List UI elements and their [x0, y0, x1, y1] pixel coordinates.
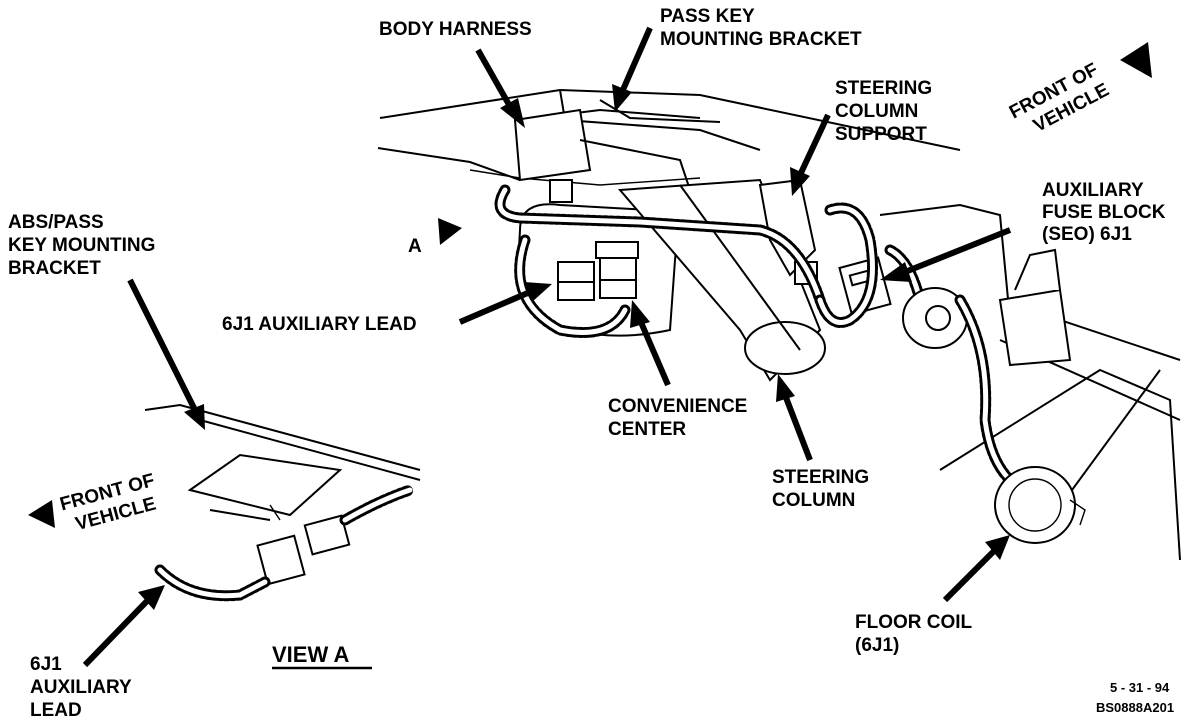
body-harness [494, 184, 926, 338]
label-abs-bracket-1: ABS/PASS [8, 212, 104, 233]
label-steering-support-1: STEERING [835, 78, 932, 99]
label-steering-column-2: COLUMN [772, 490, 855, 511]
label-view-a-marker: A [408, 236, 422, 257]
label-steering-column-1: STEERING [772, 467, 869, 488]
front-arrow-icon [28, 500, 55, 528]
label-aux-fuse-2: FUSE BLOCK [1042, 202, 1166, 223]
convenience-center [518, 203, 677, 337]
dash-structure [377, 88, 961, 203]
text-labels: BODY HARNESS PASS KEY MOUNTING BRACKET S… [8, 6, 1174, 721]
leader-arrows [28, 26, 1152, 668]
label-abs-bracket-3: BRACKET [8, 258, 101, 279]
label-abs-bracket-2: KEY MOUNTING [8, 235, 155, 256]
view-a-structure [144, 403, 421, 602]
label-pass-key-bracket-1: PASS KEY [660, 6, 755, 27]
label-steering-support-3: SUPPORT [835, 124, 927, 145]
label-date: 5 - 31 - 94 [1110, 680, 1170, 695]
label-convenience-1: CONVENIENCE [608, 396, 747, 417]
label-view-a-title: VIEW A [272, 642, 350, 667]
label-figure-id: BS0888A201 [1096, 700, 1174, 715]
view-a-arrow-icon [438, 218, 462, 245]
kick-panel [879, 203, 1181, 561]
label-aux-lead-view-a-1: 6J1 [30, 654, 62, 675]
label-pass-key-bracket-2: MOUNTING BRACKET [660, 29, 862, 50]
front-arrow-icon [1120, 42, 1152, 78]
label-floor-coil-1: FLOOR COIL [855, 612, 973, 633]
label-aux-fuse-3: (SEO) 6J1 [1042, 224, 1132, 245]
label-aux-lead-view-a-2: AUXILIARY [30, 677, 132, 698]
label-aux-fuse-1: AUXILIARY [1042, 180, 1144, 201]
label-aux-lead-main: 6J1 AUXILIARY LEAD [222, 314, 417, 335]
label-floor-coil-2: (6J1) [855, 635, 899, 656]
label-body-harness: BODY HARNESS [379, 19, 532, 40]
label-aux-lead-view-a-3: LEAD [30, 700, 82, 721]
label-convenience-2: CENTER [608, 419, 686, 440]
label-steering-support-2: COLUMN [835, 101, 918, 122]
floor-coil [954, 294, 1086, 544]
